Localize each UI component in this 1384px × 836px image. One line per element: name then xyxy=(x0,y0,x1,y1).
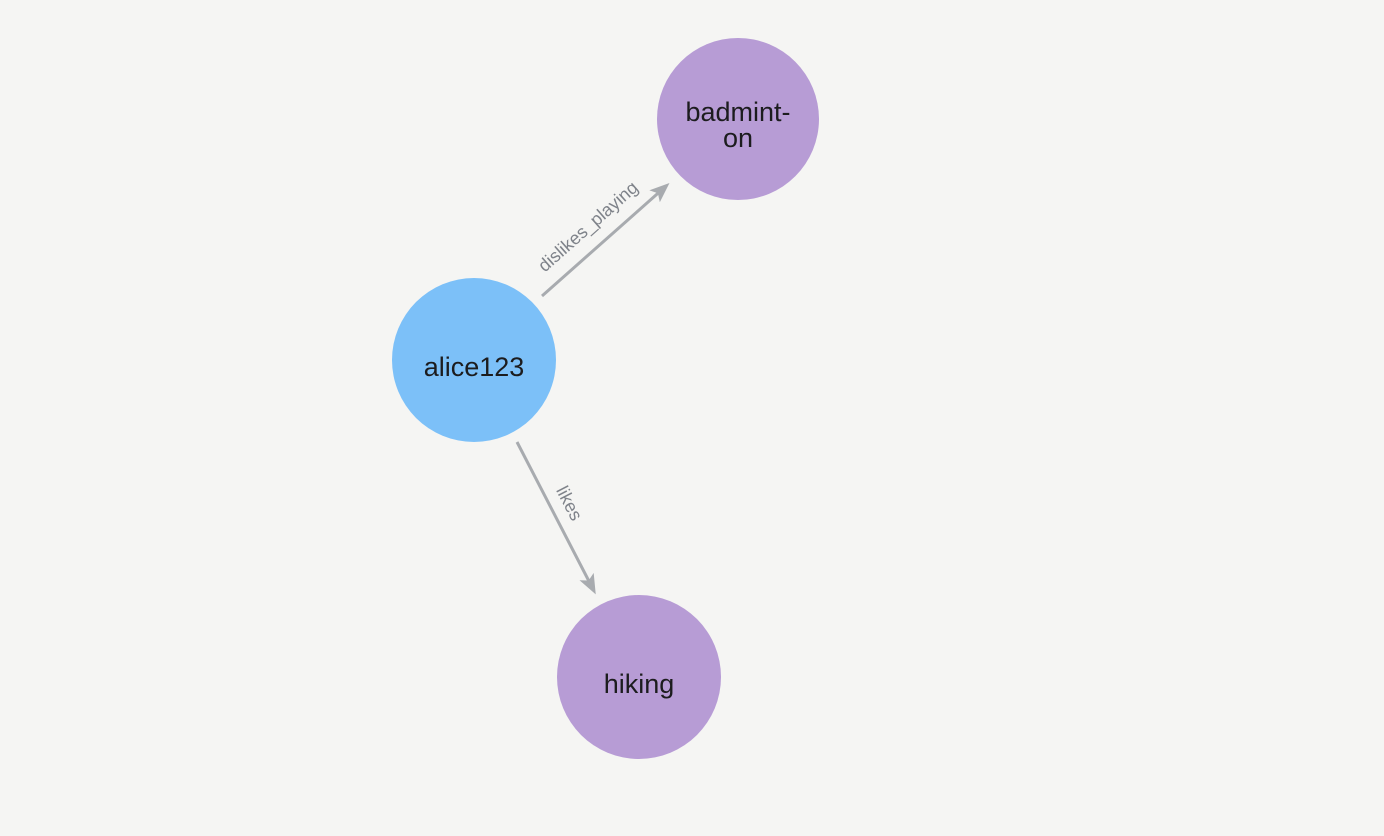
edge-dislikes-playing: dislikes_playing xyxy=(534,177,670,298)
edge-likes: likes xyxy=(515,441,596,595)
node-alice123[interactable]: alice123 xyxy=(392,278,556,442)
node-hiking[interactable]: hiking xyxy=(557,595,721,759)
node-label-badminton-line1: badmint- xyxy=(685,97,790,127)
node-circle-alice123[interactable] xyxy=(392,278,556,442)
node-badminton[interactable]: badmint-on xyxy=(657,38,819,200)
node-circle-badminton[interactable] xyxy=(657,38,819,200)
node-label-alice123: alice123 xyxy=(424,352,525,382)
edge-line-likes[interactable] xyxy=(515,441,596,595)
node-label-badminton: badmint-on xyxy=(685,97,790,153)
node-circle-hiking[interactable] xyxy=(557,595,721,759)
node-label-hiking: hiking xyxy=(604,669,675,699)
edge-line-dislikes-playing[interactable] xyxy=(541,183,670,298)
node-label-badminton-line2: on xyxy=(723,123,753,153)
edge-label-dislikes-playing: dislikes_playing xyxy=(534,177,642,276)
